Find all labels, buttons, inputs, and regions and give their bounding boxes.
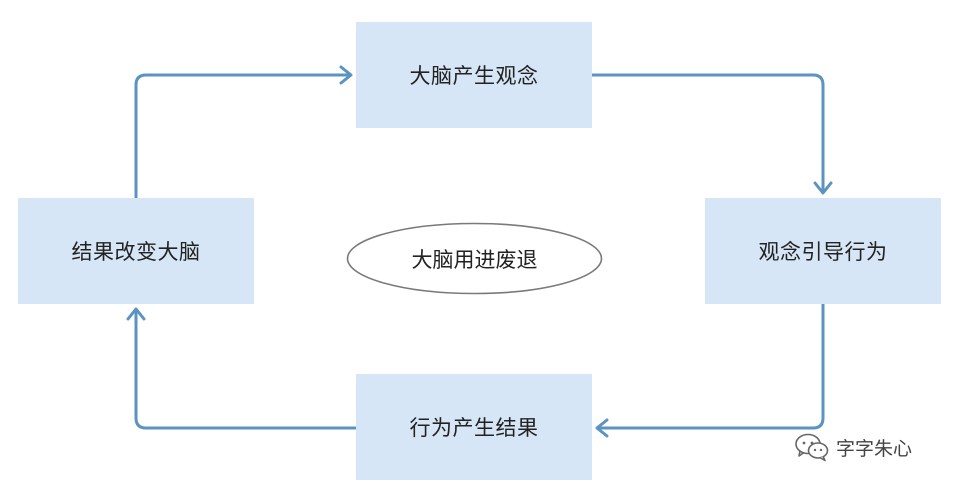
arrow-top-to-right [592, 73, 825, 193]
node-behavior-produces-results: 行为产生结果 [356, 374, 592, 480]
center-label: 大脑用进废退 [411, 247, 538, 272]
arrowhead-left-node [126, 307, 146, 321]
ellipse-outline [346, 222, 603, 295]
node-ideas-guide-behavior: 观念引导行为 [705, 198, 941, 304]
watermark-label: 字字朱心 [836, 437, 913, 460]
arrowhead-right-node [813, 181, 833, 195]
center-ellipse: 大脑用进废退 [346, 222, 603, 295]
arrowhead-top-node [339, 65, 353, 85]
arrow-left-to-top [134, 73, 351, 198]
node-label: 观念引导行为 [758, 240, 888, 264]
node-label: 大脑产生观念 [409, 64, 539, 88]
wechat-icon [795, 433, 829, 462]
node-results-change-brain: 结果改变大脑 [18, 198, 254, 304]
node-label: 行为产生结果 [409, 416, 539, 440]
node-label: 结果改变大脑 [71, 240, 201, 264]
arrow-right-to-bottom [597, 304, 825, 430]
arrowhead-bottom-node [595, 418, 609, 438]
node-brain-generates-ideas: 大脑产生观念 [356, 22, 592, 128]
watermark: 字字朱心 [794, 432, 912, 462]
arrow-bottom-to-left [134, 309, 356, 430]
